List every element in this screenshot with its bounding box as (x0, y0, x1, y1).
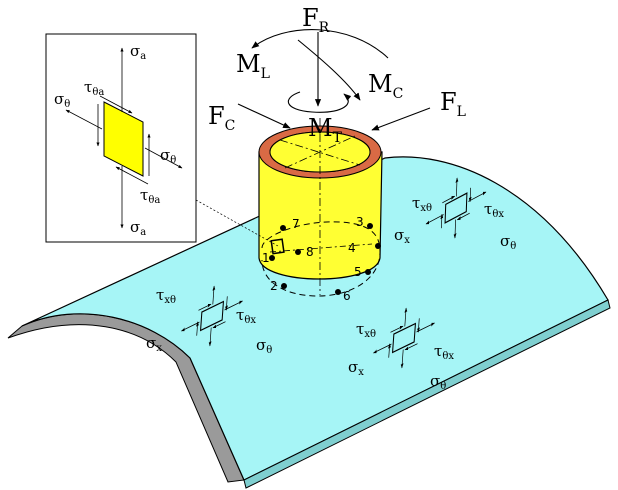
point-5-label: 5 (354, 265, 362, 279)
point-1-dot (269, 255, 275, 261)
nozzle-axis-cross-2 (284, 135, 356, 169)
element-arrow-4 (453, 219, 457, 239)
inset-sigma-theta-right-arrow (144, 147, 183, 169)
element-square (444, 192, 468, 224)
inset-sigma-a-bottom-label: σa (130, 218, 146, 238)
inset-sigma-theta-left-label: σθ (54, 90, 70, 110)
element-arrow-3 (404, 307, 408, 327)
fc-arrow (237, 103, 291, 129)
point-5-dot (365, 269, 371, 275)
inset-tau-bottom-arrow (115, 166, 149, 185)
shell-end-edge (243, 299, 611, 489)
fl-arrow (371, 107, 431, 131)
point-3-label: 3 (356, 215, 364, 229)
inset-tau-bottom-label: τθa (140, 186, 160, 206)
point-3-dot (367, 223, 373, 229)
point-6-label: 6 (343, 289, 351, 303)
element-arrow-8 (417, 318, 421, 333)
loads (237, 29, 431, 131)
sigma-theta-label: σθ (500, 232, 516, 252)
element-glyph-2 (181, 285, 243, 347)
nozzle-axis-cross-1 (279, 139, 361, 166)
sigma-x-label: σx (348, 358, 364, 378)
tau-xtheta-label: τxθ (412, 194, 432, 214)
point-8-dot (295, 249, 301, 255)
sigma-theta-label: σθ (430, 372, 446, 392)
tau-xtheta-label: τxθ (356, 320, 376, 340)
mc-moment-arc (297, 39, 361, 101)
point-1-label: 1 (262, 251, 270, 265)
shell-stress-element-2: τxθ τθx σx σθ (146, 285, 272, 356)
inset-sigma-theta-right-label: σθ (160, 146, 176, 166)
element-arrow-8 (225, 296, 229, 311)
fr-label: FR (302, 4, 330, 36)
element-arrow-6 (212, 321, 226, 329)
midplane-line (269, 243, 373, 253)
mt-moment-arc (287, 91, 352, 113)
point-7-label: 7 (292, 217, 300, 231)
ml-moment-arc (251, 29, 389, 59)
element-arrow-4 (208, 327, 212, 347)
point-2-dot (281, 283, 287, 289)
intersection-curve (261, 221, 381, 297)
element-arrow-7 (195, 321, 199, 336)
element-arrow-7 (387, 343, 391, 358)
mt-label: MT (308, 114, 343, 146)
tau-xtheta-label: τxθ (156, 286, 176, 306)
point-6-dot (335, 289, 341, 295)
nozzle-body (258, 151, 383, 280)
element-arrow-4 (400, 349, 404, 369)
tau-thetax-label: τθx (236, 306, 256, 326)
inset-tau-top-arrow (99, 95, 133, 114)
element-arrow-6 (456, 212, 470, 221)
point-2-label: 2 (270, 279, 278, 293)
shell-surface (21, 156, 609, 481)
tau-thetax-label: τθx (434, 342, 454, 362)
mc-label: MC (368, 70, 403, 102)
nozzle (258, 118, 383, 297)
shell-stress-element-1: τxθ τθx σx σθ (394, 177, 516, 252)
stress-element-marker (270, 238, 285, 255)
point-7-dot (280, 225, 286, 231)
element-square (199, 300, 225, 332)
element-glyph-1 (425, 177, 487, 239)
point-8-label: 8 (306, 245, 314, 259)
inset-sigma-theta-left-arrow (65, 109, 103, 130)
inset-element (103, 101, 144, 177)
sigma-x-label: σx (146, 334, 162, 354)
element-arrow-3 (212, 285, 216, 305)
element-square (391, 322, 417, 354)
element-glyph-3 (373, 307, 435, 369)
fc-label: FC (208, 102, 235, 134)
tau-thetax-label: τθx (484, 200, 504, 220)
shell-stress-element-3: τxθ τθx σx σθ (348, 307, 454, 392)
cylindrical-shell (7, 156, 611, 489)
element-arrow-6 (404, 343, 418, 351)
sigma-x-label: σx (394, 226, 410, 246)
element-arrow-3 (455, 177, 459, 197)
inset-tau-top-label: τθa (84, 78, 104, 98)
inset-stress-element: σa σa σθ σθ τθa τθa (45, 33, 197, 243)
ml-label: ML (236, 50, 270, 82)
gauge-points: 1 2 3 4 5 6 7 8 (262, 215, 381, 303)
shell-stress-elements: τxθ τθx σx σθ τxθ τθx σx σθ τxθ τθx σx σθ (146, 177, 516, 392)
element-arrow-5 (390, 325, 404, 333)
element-arrow-5 (198, 303, 212, 311)
point-4-dot (375, 243, 381, 249)
sigma-theta-label: σθ (256, 336, 272, 356)
element-arrow-5 (442, 195, 456, 204)
fl-label: FL (440, 88, 466, 120)
inset-sigma-a-top-label: σa (130, 42, 146, 62)
point-4-label: 4 (348, 241, 356, 255)
